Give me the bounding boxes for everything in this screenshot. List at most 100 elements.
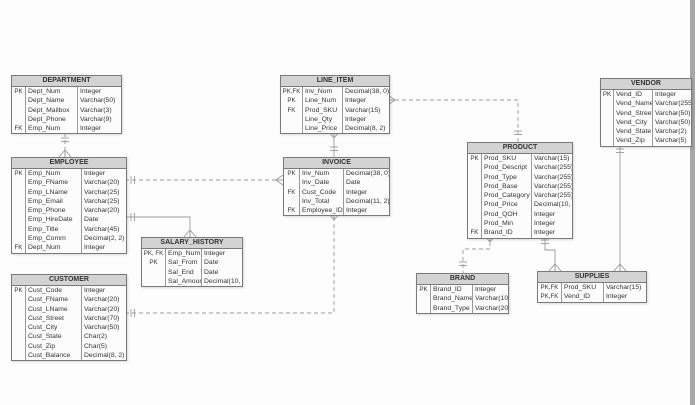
field-type: Integer — [80, 125, 102, 133]
field-key — [12, 187, 26, 197]
field-type: Varchar(50) — [655, 109, 691, 117]
field-type: Varchar(20) — [84, 179, 120, 187]
field-name: Cust_State — [26, 332, 82, 342]
field-key: PK,FK — [281, 87, 303, 97]
field-key — [12, 295, 26, 305]
field-key — [417, 294, 431, 304]
entity-title: PRODUCT — [468, 143, 572, 154]
field-type: Varchar(20) — [84, 305, 120, 313]
field-type: Varchar(70) — [84, 314, 120, 322]
field-key — [12, 341, 26, 352]
entity-title: LINE_ITEM — [281, 76, 389, 87]
field-key — [12, 351, 26, 361]
entity-title: DEPARTMENT — [12, 76, 121, 87]
field-type: Decimal(2, 2) — [84, 235, 125, 243]
field-type: Decimal(8, 2) — [345, 125, 386, 133]
field-type: Integer — [204, 250, 226, 257]
field-name: Dept_Num — [26, 243, 82, 253]
field-name: Brand_Name — [433, 294, 473, 304]
cardinality-mark — [275, 174, 284, 181]
field-key — [12, 178, 26, 188]
field-name: Prod_Type — [482, 172, 532, 182]
field-key — [417, 303, 431, 313]
field-key — [12, 96, 26, 106]
field-key: PK — [417, 285, 431, 295]
relationship-employee-salary_history[interactable] — [125, 213, 197, 238]
field-type: Date — [346, 179, 361, 187]
relationship-vendor-supplies[interactable] — [613, 143, 627, 272]
entity-title: VENDOR — [601, 79, 691, 90]
field-key: FK — [281, 105, 303, 115]
field-name: Line_Num — [303, 96, 343, 106]
field-name: Prod_Descript — [482, 163, 532, 173]
field-key — [142, 267, 166, 277]
field-type: Integer — [655, 91, 677, 98]
relationship-line_item-invoice[interactable] — [327, 130, 341, 157]
entity-title: SUPPLIES — [538, 272, 646, 283]
field-key: PK — [12, 169, 26, 179]
relationship-department-employee[interactable] — [58, 133, 72, 158]
field-type: Integer — [475, 286, 497, 293]
field-name: Sal_From — [166, 258, 202, 268]
field-key — [468, 163, 482, 173]
field-key — [12, 224, 26, 235]
field-type: Decimal(10, 2) — [534, 201, 572, 209]
field-name: Sal_End — [166, 267, 202, 277]
relationship-path — [462, 235, 491, 273]
field-type: Decimal(8, 2) — [84, 352, 125, 360]
field-key — [12, 313, 26, 324]
relationship-line_item-product[interactable] — [387, 94, 522, 142]
field-type: Integer — [346, 188, 368, 196]
field-key — [12, 206, 26, 216]
field-name: Inv_Num — [300, 169, 344, 179]
field-name: Employee_ID — [302, 206, 344, 216]
vertical-scrollbar[interactable] — [690, 0, 695, 405]
field-key — [468, 200, 482, 210]
field-key: FK — [468, 228, 482, 238]
field-key — [601, 127, 614, 137]
field-name: Emp_Num — [168, 249, 202, 259]
field-type: Decimal(38, 0) — [345, 88, 389, 95]
field-key — [12, 323, 26, 333]
field-name: Emp_Comm — [26, 234, 82, 244]
field-key: FK — [12, 243, 26, 253]
field-type: Integer — [84, 170, 106, 177]
field-type: Varchar(5) — [655, 137, 687, 145]
field-type: Varchar(20) — [84, 296, 120, 304]
relationship-product-supplies[interactable] — [541, 235, 562, 272]
field-type: Char(5) — [84, 342, 108, 350]
cardinality-mark — [64, 149, 72, 158]
field-key — [12, 105, 26, 115]
field-type: Varchar(3) — [80, 106, 112, 114]
field-key: PK — [284, 169, 300, 179]
field-type: Varchar(255) — [534, 182, 572, 190]
cardinality-mark — [58, 149, 66, 158]
field-key: PK — [281, 96, 303, 106]
field-type: Varchar(50) — [655, 118, 691, 126]
field-type: Varchar(20) — [475, 304, 508, 312]
relationship-product-brand[interactable] — [459, 234, 497, 273]
field-type: Varchar(25) — [84, 188, 120, 196]
field-type: Varchar(255) — [655, 100, 691, 108]
field-name: Dept_Mailbox — [26, 105, 78, 115]
field-name: Vend_Zip — [614, 136, 653, 146]
relationship-employee-invoice[interactable] — [125, 174, 284, 186]
entity-title: INVOICE — [284, 158, 389, 169]
field-name: Inv_Total — [300, 196, 344, 207]
field-name: Line_Price — [303, 124, 343, 134]
